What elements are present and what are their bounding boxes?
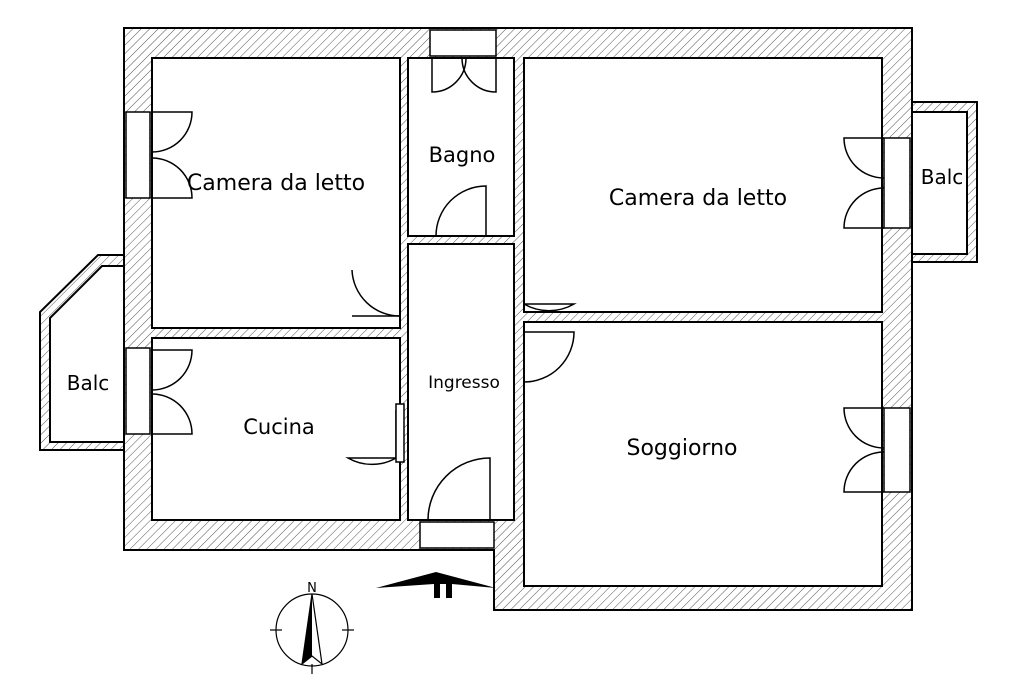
balcony-right bbox=[911, 101, 978, 263]
label-bedroom-left: Camera da letto bbox=[187, 171, 365, 196]
room-bedroom-left bbox=[151, 57, 401, 329]
label-balcony-left: Balc bbox=[67, 371, 110, 395]
label-kitchen: Cucina bbox=[243, 415, 315, 439]
label-balcony-right: Balc bbox=[921, 165, 964, 189]
label-entrance: Ingresso bbox=[428, 373, 500, 393]
label-bedroom-right: Camera da letto bbox=[609, 186, 787, 211]
balcony-left bbox=[39, 254, 125, 451]
entrance-arrow-icon bbox=[376, 572, 496, 598]
compass-icon bbox=[270, 593, 354, 674]
room-living bbox=[523, 321, 883, 587]
windows bbox=[125, 29, 911, 549]
room-bedroom-right bbox=[523, 57, 883, 313]
doors bbox=[151, 57, 885, 521]
label-bathroom: Bagno bbox=[429, 143, 496, 167]
room-entrance bbox=[407, 243, 515, 521]
compass-north-label: N bbox=[307, 581, 317, 596]
label-living: Soggiorno bbox=[627, 436, 738, 461]
